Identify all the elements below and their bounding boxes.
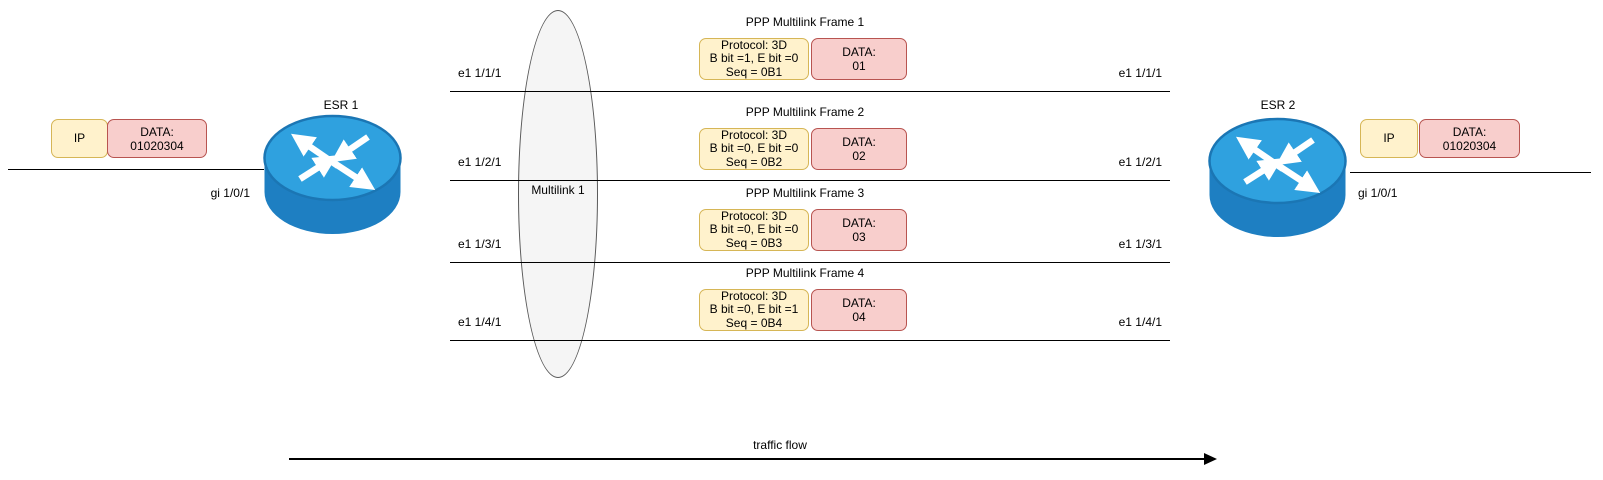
ppp-frame-4-title: PPP Multilink Frame 4 [745, 266, 865, 280]
link-line-1 [450, 91, 1170, 92]
data-label: DATA: [842, 296, 876, 310]
data-value: 04 [852, 310, 866, 324]
multilink-bundle-ellipse [518, 10, 598, 378]
ppp-frame-1-protocol-box: Protocol: 3D B bit =1, E bit =0 Seq = 0B… [699, 38, 809, 80]
seq-field: Seq = 0B2 [725, 154, 783, 169]
right-packet-header-box: IP [1360, 119, 1418, 158]
right-interface-label: gi 1/0/1 [1358, 186, 1398, 200]
ppp-frame-3-protocol-box: Protocol: 3D B bit =0, E bit =0 Seq = 0B… [699, 209, 809, 251]
left-router-icon [260, 110, 405, 240]
ppp-frame-4: PPP Multilink Frame 4 Protocol: 3D B bit… [699, 266, 911, 331]
left-packet-header-label: IP [73, 130, 86, 145]
data-value: 03 [852, 230, 866, 244]
seq-field: Seq = 0B4 [725, 315, 783, 330]
left-access-line [8, 169, 264, 170]
link4-left-label: e1 1/4/1 [458, 315, 502, 329]
link-line-4 [450, 340, 1170, 341]
data-label: DATA: [842, 45, 876, 59]
traffic-flow-arrowhead-icon [1204, 453, 1217, 465]
protocol-field: Protocol: 3D [720, 127, 788, 142]
ppp-frame-1: PPP Multilink Frame 1 Protocol: 3D B bit… [699, 15, 911, 80]
seq-field: Seq = 0B3 [725, 235, 783, 250]
ppp-frame-3: PPP Multilink Frame 3 Protocol: 3D B bit… [699, 186, 911, 251]
protocol-field: Protocol: 3D [720, 37, 788, 52]
protocol-field: Protocol: 3D [720, 288, 788, 303]
link1-right-label: e1 1/1/1 [1118, 66, 1162, 80]
link4-right-label: e1 1/4/1 [1118, 315, 1162, 329]
seq-field: Seq = 0B1 [725, 64, 783, 79]
bits-field: B bit =0, E bit =0 [709, 222, 799, 237]
right-router-icon [1205, 113, 1350, 243]
link1-left-label: e1 1/1/1 [458, 66, 502, 80]
bits-field: B bit =0, E bit =1 [709, 302, 799, 317]
ppp-frame-2: PPP Multilink Frame 2 Protocol: 3D B bit… [699, 105, 911, 170]
link3-left-label: e1 1/3/1 [458, 237, 502, 251]
ppp-frame-1-data-box: DATA: 01 [811, 38, 907, 80]
left-packet-data-box: DATA: 01020304 [107, 119, 207, 158]
right-packet-data-box: DATA: 01020304 [1419, 119, 1520, 158]
multilink-label: Multilink 1 [531, 183, 585, 197]
right-packet-data-value: 01020304 [1442, 138, 1497, 153]
link2-left-label: e1 1/2/1 [458, 155, 502, 169]
left-packet-data-label: DATA: [140, 124, 174, 139]
data-label: DATA: [842, 216, 876, 230]
ppp-frame-2-data-box: DATA: 02 [811, 128, 907, 170]
ppp-frame-2-title: PPP Multilink Frame 2 [745, 105, 865, 119]
ppp-frame-1-title: PPP Multilink Frame 1 [745, 15, 865, 29]
left-router-label: ESR 1 [323, 98, 359, 112]
right-router-label: ESR 2 [1260, 98, 1296, 112]
link3-right-label: e1 1/3/1 [1118, 237, 1162, 251]
link-line-3 [450, 262, 1170, 263]
data-value: 02 [852, 149, 866, 163]
left-interface-label: gi 1/0/1 [210, 186, 250, 200]
ppp-frame-3-data-box: DATA: 03 [811, 209, 907, 251]
link2-right-label: e1 1/2/1 [1118, 155, 1162, 169]
ppp-frame-3-title: PPP Multilink Frame 3 [745, 186, 865, 200]
protocol-field: Protocol: 3D [720, 208, 788, 223]
data-label: DATA: [842, 135, 876, 149]
bits-field: B bit =1, E bit =0 [709, 51, 799, 66]
traffic-flow-label: traffic flow [753, 438, 807, 452]
right-packet-data-label: DATA: [1452, 124, 1487, 139]
left-packet-data-value: 01020304 [130, 138, 184, 153]
data-value: 01 [852, 59, 866, 73]
bits-field: B bit =0, E bit =0 [709, 141, 799, 156]
traffic-flow-line [289, 458, 1205, 460]
left-packet-header-box: IP [51, 119, 108, 158]
ppp-frame-2-protocol-box: Protocol: 3D B bit =0, E bit =0 Seq = 0B… [699, 128, 809, 170]
link-line-2 [450, 180, 1170, 181]
right-access-line [1350, 172, 1591, 173]
ppp-frame-4-protocol-box: Protocol: 3D B bit =0, E bit =1 Seq = 0B… [699, 289, 809, 331]
ppp-frame-4-data-box: DATA: 04 [811, 289, 907, 331]
right-packet-header-label: IP [1383, 130, 1395, 145]
